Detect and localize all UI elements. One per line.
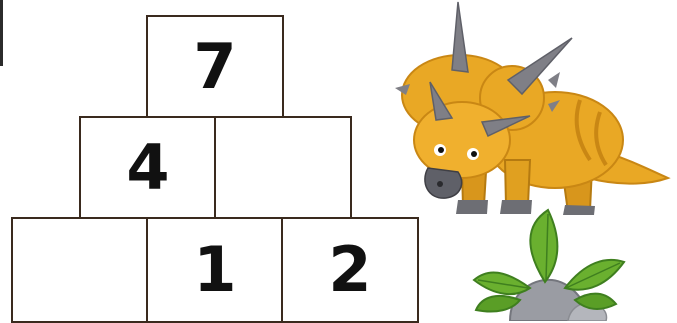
triceratops-illustration bbox=[395, 2, 668, 215]
fern-bush-illustration bbox=[474, 210, 624, 321]
